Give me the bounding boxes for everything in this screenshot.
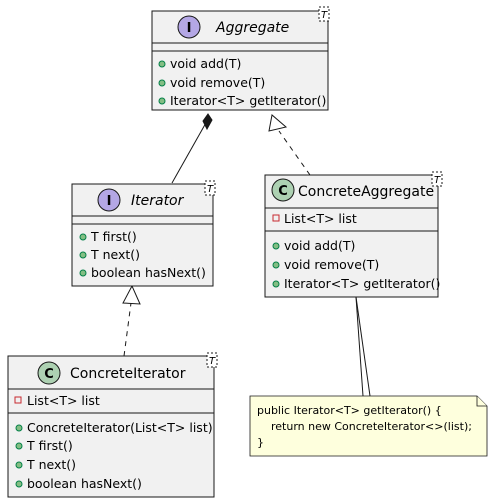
interface-icon [177,15,201,39]
code-note: public Iterator<T> getIterator() { retur… [249,395,488,457]
realization-arrowhead [268,114,288,132]
type-parameter: T [434,175,441,186]
method: T first() [26,438,73,453]
class-concrete-aggregate[interactable]: C ConcreteAggregate T List<T> list void … [264,171,443,298]
method: Iterator<T> getIterator() [170,93,326,108]
interface-icon [97,188,121,212]
realization-arrowhead [122,284,141,305]
type-parameter: T [209,356,216,367]
method: boolean hasNext() [27,476,142,491]
method: void remove(T) [170,75,265,90]
class-icon [37,361,61,385]
composition-edge [171,113,213,184]
class-name: ConcreteIterator [70,366,186,382]
note-line: } [257,436,264,449]
method: Iterator<T> getIterator() [284,276,440,291]
note-connector [355,296,371,397]
method: T first() [90,229,137,244]
stereotype-label: I [187,21,192,36]
composition-diamond [202,113,213,131]
class-iterator[interactable]: I Iterator T T first() T next() boolean … [71,180,216,287]
method: void add(T) [170,56,241,71]
realization-edge-aggregate [268,114,311,176]
class-aggregate[interactable]: I Aggregate T void add(T) void remove(T)… [151,6,330,111]
realization-edge-iterator [122,284,141,357]
class-concrete-iterator[interactable]: C ConcreteIterator T List<T> list Concre… [7,352,218,498]
method: void add(T) [284,238,355,253]
stereotype-label: C [278,184,288,199]
method: T next() [26,457,76,472]
method: ConcreteIterator(List<T> list) [27,420,213,435]
method: boolean hasNext() [91,265,206,280]
field: List<T> list [27,393,100,408]
note-line: public Iterator<T> getIterator() { [257,404,442,417]
type-parameter: T [321,10,328,21]
class-name: Iterator [131,193,185,209]
type-parameter: T [207,184,214,195]
class-icon [271,178,295,202]
stereotype-label: C [44,367,54,382]
field: List<T> list [284,211,357,226]
class-name: ConcreteAggregate [298,184,434,200]
class-name: Aggregate [215,20,289,36]
method: void remove(T) [284,257,379,272]
method: T next() [90,247,140,262]
note-line: return new ConcreteIterator<>(list); [257,420,472,433]
stereotype-label: I [107,194,112,209]
